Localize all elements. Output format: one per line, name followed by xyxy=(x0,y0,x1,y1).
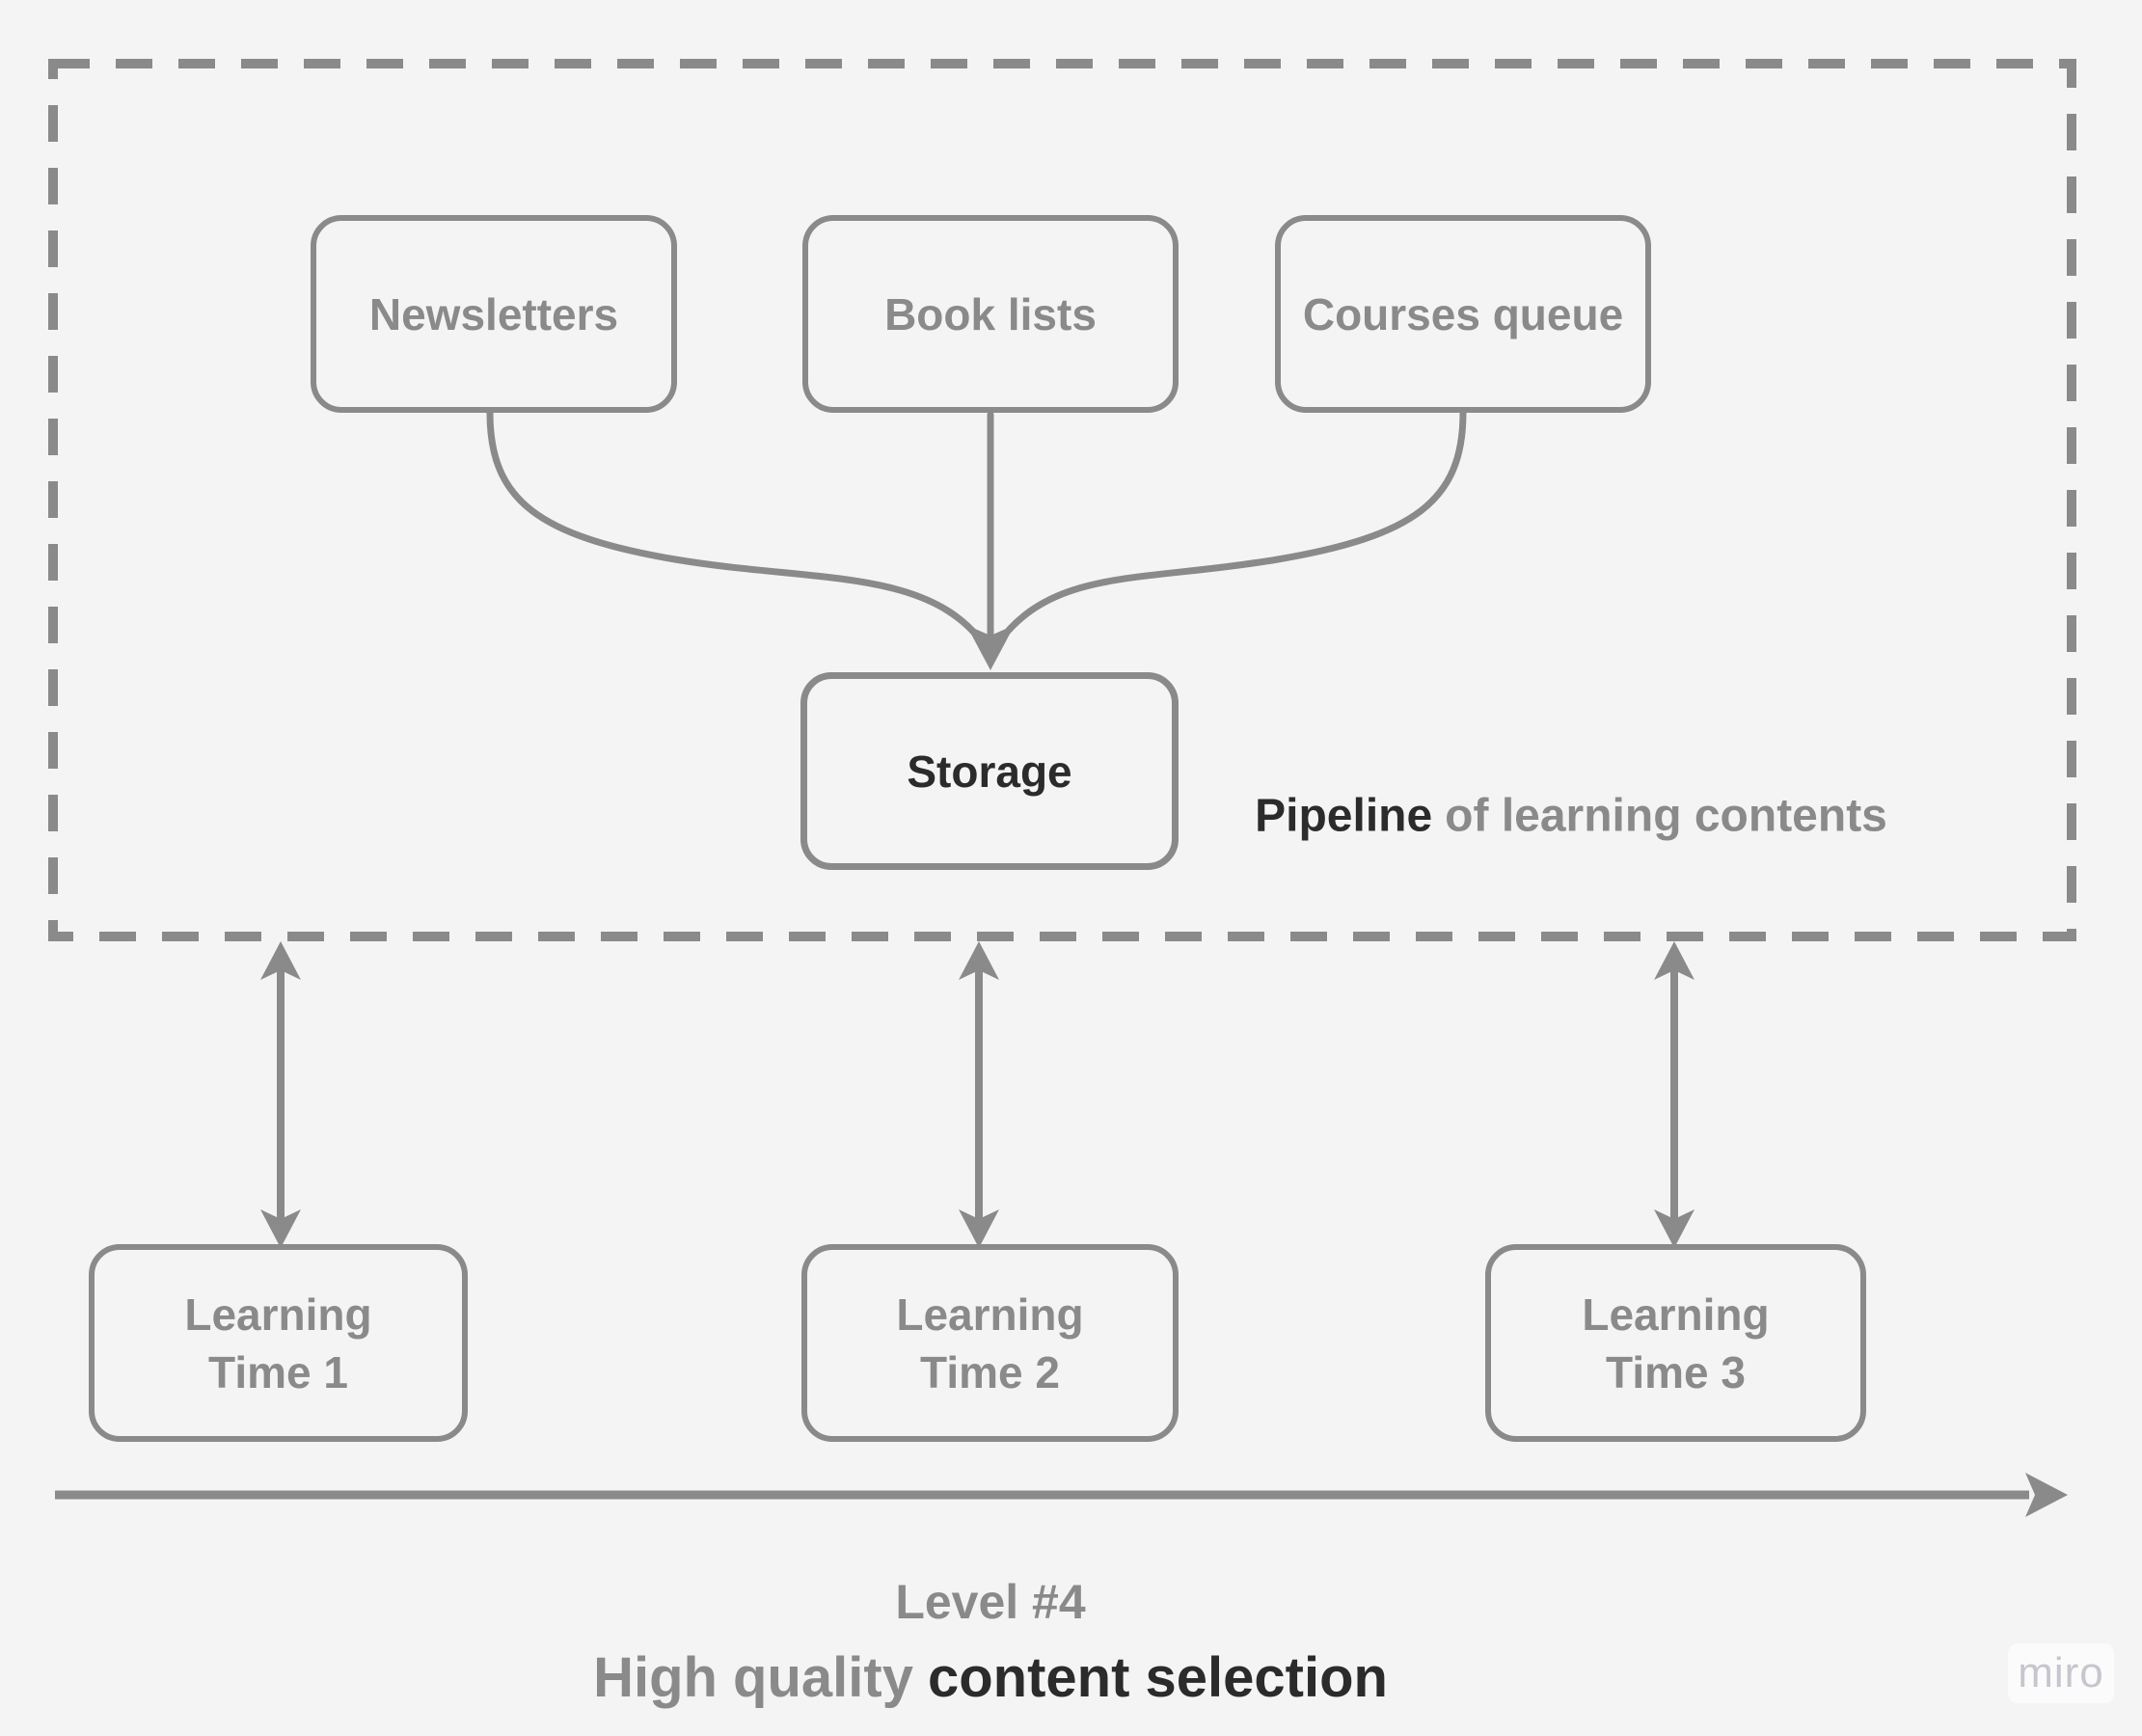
node-label: Newsletters xyxy=(368,288,619,339)
arrowhead-storage-icon xyxy=(966,625,1015,670)
timeline-arrow xyxy=(55,1473,2068,1517)
sync-arrow-2 xyxy=(959,941,999,1248)
node-storage[interactable]: Storage xyxy=(800,672,1179,870)
arrow-up-icon xyxy=(959,941,999,980)
node-label: Courses queue xyxy=(1302,288,1624,339)
node-label-line1: Learning xyxy=(1582,1288,1770,1340)
caption-rest: of learning contents xyxy=(1445,790,1887,842)
node-book-lists[interactable]: Book lists xyxy=(802,215,1179,413)
arrow-up-icon xyxy=(260,941,301,980)
miro-watermark[interactable]: miro xyxy=(2008,1643,2114,1703)
arrow-down-icon xyxy=(260,1209,301,1248)
node-label: Book lists xyxy=(884,288,1097,339)
node-label: Storage xyxy=(907,746,1072,797)
arrow-right-icon xyxy=(2025,1473,2068,1517)
arrow-up-icon xyxy=(1654,941,1695,980)
level-title: Level #4 xyxy=(895,1575,1086,1629)
sync-arrow-1 xyxy=(260,941,301,1248)
arrow-down-icon xyxy=(959,1209,999,1248)
sync-arrow-3 xyxy=(1654,941,1695,1248)
miro-logo-text: miro xyxy=(2018,1649,2104,1696)
node-label-line1: Learning xyxy=(896,1288,1084,1340)
node-label-line2: Time 2 xyxy=(920,1346,1060,1397)
node-courses-queue[interactable]: Courses queue xyxy=(1275,215,1651,413)
pipeline-frame[interactable] xyxy=(48,59,2076,941)
connector-newsletters-storage xyxy=(486,409,988,648)
node-label-line2: Time 1 xyxy=(208,1346,348,1397)
arrow-down-icon xyxy=(1654,1209,1695,1248)
node-label-line2: Time 3 xyxy=(1606,1346,1746,1397)
subtitle-dark: content selection xyxy=(927,1646,1388,1709)
node-label-line1: Learning xyxy=(184,1288,372,1340)
caption-bold: Pipeline xyxy=(1255,790,1433,842)
node-newsletters[interactable]: Newsletters xyxy=(311,215,677,413)
connector-coursesqueue-storage xyxy=(993,409,1467,648)
subtitle-gray: High quality xyxy=(593,1646,913,1709)
